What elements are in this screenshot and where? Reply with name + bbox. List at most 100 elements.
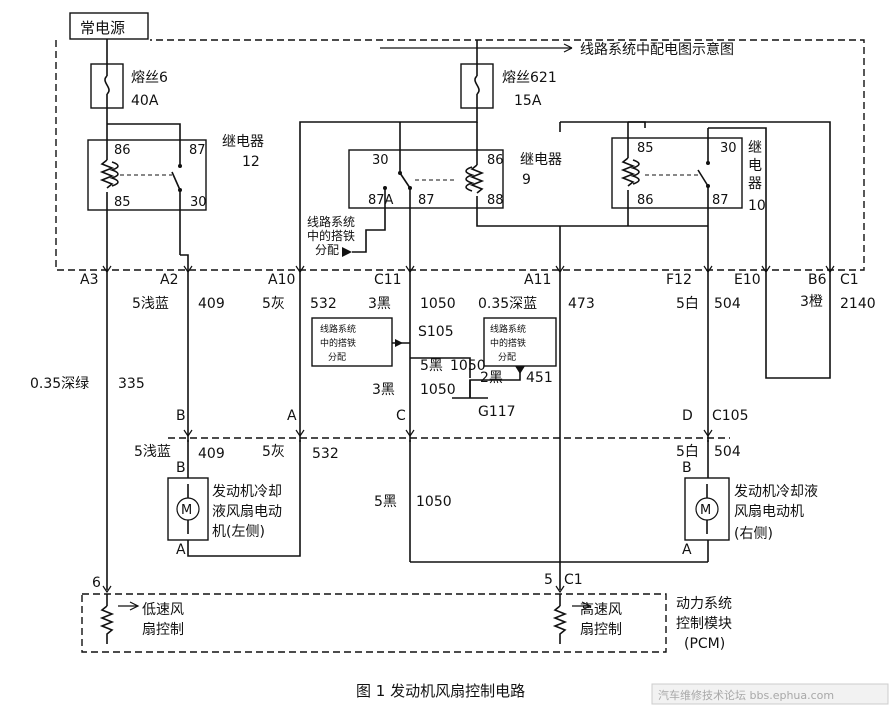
svg-text:发动机冷却: 发动机冷却 (212, 484, 282, 500)
svg-text:扇控制: 扇控制 (142, 622, 184, 638)
svg-text:5黑: 5黑 (420, 358, 443, 374)
svg-text:S105: S105 (418, 324, 454, 340)
svg-text:85: 85 (637, 141, 654, 156)
power-source-box (69, 12, 149, 40)
right-motor-symbol: M (700, 503, 711, 518)
svg-text:B: B (682, 460, 692, 476)
svg-text:C1: C1 (564, 572, 583, 588)
svg-text:控制模块: 控制模块 (676, 616, 732, 632)
fuse-6-name: 熔丝6 (131, 70, 168, 86)
svg-text:0.35深蓝: 0.35深蓝 (478, 296, 537, 312)
ground-dist-left (311, 317, 393, 367)
svg-text:A2: A2 (160, 272, 178, 288)
svg-text:中的搭铁: 中的搭铁 (490, 337, 526, 349)
svg-text:A: A (682, 542, 692, 558)
svg-text:30: 30 (720, 141, 737, 156)
harness-boundary (55, 39, 865, 271)
svg-text:3黑: 3黑 (372, 382, 395, 398)
relay-10-number: 10 (748, 198, 766, 214)
fuse-621-name: 熔丝621 (502, 70, 557, 86)
svg-text:409: 409 (198, 296, 225, 312)
svg-text:B6: B6 (808, 272, 827, 288)
svg-text:335: 335 (118, 376, 145, 392)
svg-text:动力系统: 动力系统 (676, 596, 732, 612)
fuse-621-rating: 15A (514, 93, 542, 109)
svg-text:532: 532 (310, 296, 337, 312)
svg-text:D: D (682, 408, 693, 424)
svg-text:风扇电动机: 风扇电动机 (734, 504, 804, 520)
figure-caption: 图 1 发动机风扇控制电路 (356, 682, 525, 700)
svg-text:5灰: 5灰 (262, 444, 285, 460)
svg-text:504: 504 (714, 444, 741, 460)
svg-text:5: 5 (544, 572, 553, 588)
svg-text:B: B (176, 408, 186, 424)
relay-12-number: 12 (242, 154, 260, 170)
svg-text:86: 86 (114, 143, 131, 158)
ground-g117: G117 (478, 404, 516, 420)
svg-text:线路系统: 线路系统 (307, 214, 355, 229)
relay-12-title: 继电器 (222, 134, 264, 150)
svg-text:5白: 5白 (676, 444, 699, 460)
svg-text:中的搭铁: 中的搭铁 (320, 337, 356, 349)
svg-text:分配: 分配 (498, 352, 516, 363)
svg-text:(右侧): (右侧) (734, 526, 773, 542)
svg-text:线路系统: 线路系统 (490, 323, 526, 335)
svg-text:85: 85 (114, 195, 131, 210)
svg-text:C1: C1 (840, 272, 859, 288)
svg-text:A: A (176, 542, 186, 558)
relay-9-title: 继电器 (520, 152, 562, 168)
svg-text:86: 86 (487, 153, 504, 168)
svg-text:30: 30 (372, 153, 389, 168)
svg-text:3橙: 3橙 (800, 294, 823, 310)
svg-text:中的搭铁: 中的搭铁 (307, 228, 355, 243)
svg-text:E10: E10 (734, 272, 761, 288)
svg-text:高速风: 高速风 (580, 601, 622, 618)
svg-text:5黑: 5黑 (374, 494, 397, 510)
svg-text:5浅蓝: 5浅蓝 (132, 296, 169, 312)
svg-text:A10: A10 (268, 272, 295, 288)
svg-text:2黑: 2黑 (480, 370, 503, 386)
watermark: 汽车维修技术论坛 bbs.ephua.com (658, 688, 834, 702)
svg-text:分配: 分配 (315, 243, 339, 257)
svg-text:1050: 1050 (420, 382, 456, 398)
svg-text:5灰: 5灰 (262, 296, 285, 312)
svg-text:87: 87 (712, 193, 729, 208)
svg-text:A11: A11 (524, 272, 551, 288)
svg-text:机(左侧): 机(左侧) (212, 524, 265, 540)
pcm-module (81, 593, 667, 653)
svg-text:(PCM): (PCM) (684, 636, 725, 652)
svg-text:86: 86 (637, 193, 654, 208)
svg-text:473: 473 (568, 296, 595, 312)
svg-text:451: 451 (526, 370, 553, 386)
svg-text:C105: C105 (712, 408, 749, 424)
svg-text:器: 器 (748, 176, 762, 192)
svg-text:87: 87 (418, 193, 435, 208)
fuse-6-rating: 40A (131, 93, 159, 109)
svg-text:B: B (176, 460, 186, 476)
svg-text:A: A (287, 408, 297, 424)
svg-text:30: 30 (190, 195, 207, 210)
svg-text:5白: 5白 (676, 296, 699, 312)
svg-text:6: 6 (92, 575, 101, 591)
svg-text:液风扇电动: 液风扇电动 (212, 504, 282, 520)
svg-text:2140: 2140 (840, 296, 876, 312)
svg-text:3黑: 3黑 (368, 296, 391, 312)
svg-text:C11: C11 (374, 272, 402, 288)
harness-title: 线路系统中配电图示意图 (580, 41, 734, 58)
svg-text:F12: F12 (666, 272, 692, 288)
svg-text:1050: 1050 (420, 296, 456, 312)
power-source-label: 常电源 (80, 19, 125, 37)
relay-10 (611, 137, 743, 209)
left-motor-symbol: M (181, 503, 192, 518)
svg-text:409: 409 (198, 446, 225, 462)
svg-text:532: 532 (312, 446, 339, 462)
svg-text:1050: 1050 (450, 358, 486, 374)
svg-text:C: C (396, 408, 406, 424)
svg-text:0.35深绿: 0.35深绿 (30, 376, 89, 392)
svg-text:继: 继 (748, 140, 762, 156)
svg-text:87A: 87A (368, 193, 394, 208)
svg-text:线路系统: 线路系统 (320, 323, 356, 335)
svg-text:电: 电 (748, 158, 762, 174)
svg-text:504: 504 (714, 296, 741, 312)
